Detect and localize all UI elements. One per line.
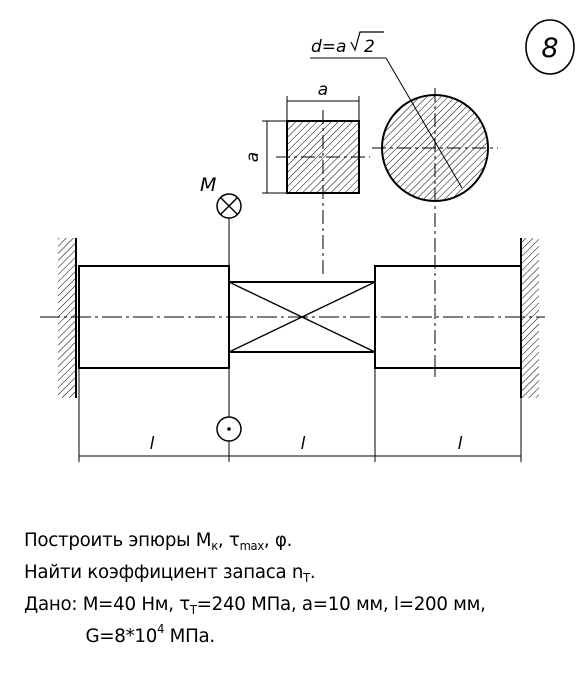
variant-number: 8 — [541, 33, 558, 64]
task-line-1-prefix: Построить эпюры M — [24, 529, 212, 551]
task-line-2-sub: T — [303, 571, 310, 585]
task-line-2: Найти коэффициент запаса nT. — [24, 556, 562, 588]
square-section: a a — [243, 80, 370, 275]
length-l-2: l — [301, 434, 306, 454]
task-line-1: Построить эпюры Mк, τmax, φ. — [24, 524, 562, 556]
task-line-4-sup: 4 — [157, 622, 165, 636]
shaft — [40, 255, 545, 375]
left-wall — [58, 238, 77, 398]
diameter-label: d=a — [311, 37, 346, 57]
dimension-a-left: a — [243, 152, 263, 162]
task-line-3: Дано: M=40 Нм, τT=240 МПа, a=10 мм, l=20… — [24, 588, 562, 620]
moment-label: M — [200, 174, 216, 196]
task-text: Построить эпюры Mк, τmax, φ. Найти коэфф… — [24, 524, 562, 652]
moment-symbol: M — [200, 174, 242, 442]
shaft-diagram: 8 a a d=a 2 — [40, 19, 575, 462]
diameter-root: 2 — [364, 37, 375, 57]
variant-badge: 8 — [525, 19, 575, 75]
task-line-2-prefix: Найти коэффициент запаса n — [24, 561, 304, 583]
task-line-1-sub-k: к — [211, 539, 218, 553]
task-line-4: G=8*104 МПа. — [24, 620, 562, 652]
task-line-2-suffix: . — [309, 561, 316, 583]
task-line-3-sub: T — [189, 603, 197, 617]
task-line-3-suffix: =240 МПа, a=10 мм, l=200 мм, — [196, 593, 486, 615]
task-line-1-suffix: , φ. — [263, 529, 293, 551]
right-wall — [520, 238, 539, 398]
dimension-a-top: a — [318, 80, 328, 100]
circle-section: d=a 2 — [310, 31, 498, 380]
task-line-1-mid: , τ — [217, 529, 240, 551]
task-line-4-prefix: G=8*10 — [85, 625, 158, 647]
length-l-3: l — [458, 434, 463, 454]
task-line-3-prefix: Дано: M=40 Нм, τ — [24, 593, 190, 615]
task-line-4-suffix: МПа. — [164, 625, 216, 647]
length-l-1: l — [150, 434, 155, 454]
length-dimensions: l l l — [78, 352, 522, 462]
task-line-1-sub-max: max — [239, 539, 265, 553]
